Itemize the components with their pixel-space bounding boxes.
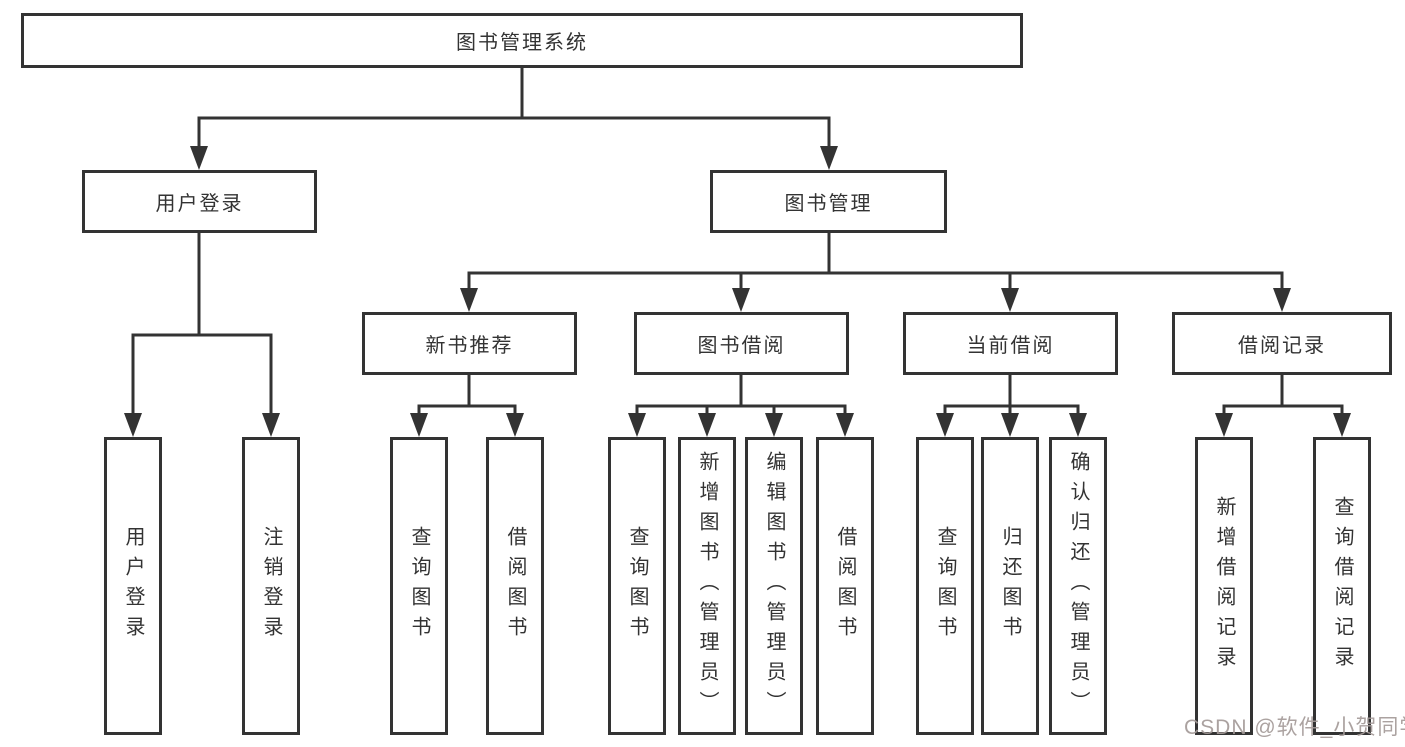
leaf-user-login: 用户登录 xyxy=(104,437,162,735)
node-label: 当前借阅 xyxy=(966,335,1055,357)
node-label: 归还图书 xyxy=(999,526,1021,646)
node-borrowing-records: 借阅记录 xyxy=(1172,312,1392,375)
leaf-query-books-current: 查询图书 xyxy=(916,437,974,735)
node-label: 注销登录 xyxy=(260,526,282,646)
leaf-add-books-admin: 新增图书（管理员） xyxy=(678,437,736,735)
node-current-borrowing: 当前借阅 xyxy=(903,312,1118,375)
connector-userlogin-to-leaves xyxy=(124,233,280,437)
node-label: 新书推荐 xyxy=(425,335,514,357)
leaf-add-borrow-record: 新增借阅记录 xyxy=(1195,437,1253,735)
node-book-borrowing: 图书借阅 xyxy=(634,312,849,375)
node-label: 图书管理 xyxy=(784,193,873,215)
node-label: 借阅图书 xyxy=(834,526,856,646)
leaf-logout: 注销登录 xyxy=(242,437,300,735)
connector-currentborrow-to-leaves xyxy=(936,375,1087,437)
connector-records-to-leaves xyxy=(1215,375,1351,437)
connector-bookborrow-to-leaves xyxy=(628,375,854,437)
leaf-query-borrow-record: 查询借阅记录 xyxy=(1313,437,1371,735)
node-label: 新增图书（管理员） xyxy=(696,451,718,721)
node-label: 借阅记录 xyxy=(1238,335,1326,357)
node-label: 确认归还（管理员） xyxy=(1067,451,1089,721)
node-label: 查询图书 xyxy=(408,526,430,646)
leaf-edit-books-admin: 编辑图书（管理员） xyxy=(745,437,803,735)
leaf-borrow-books-recommend: 借阅图书 xyxy=(486,437,544,735)
node-root-library-management-system: 图书管理系统 xyxy=(21,13,1023,68)
csdn-watermark: CSDN @软件_小贺同学 xyxy=(1184,716,1405,739)
node-label: 查询图书 xyxy=(934,526,956,646)
node-label: 用户登录 xyxy=(122,526,144,646)
node-label: 查询借阅记录 xyxy=(1331,496,1353,676)
connector-bookmgmt-to-level3 xyxy=(460,233,1291,312)
node-user-login-module: 用户登录 xyxy=(82,170,317,233)
node-label: 图书借阅 xyxy=(697,335,786,357)
connector-newbook-to-leaves xyxy=(410,375,524,437)
leaf-query-books-borrow: 查询图书 xyxy=(608,437,666,735)
node-label: 编辑图书（管理员） xyxy=(763,451,785,721)
leaf-confirm-return-admin: 确认归还（管理员） xyxy=(1049,437,1107,735)
leaf-borrow-books: 借阅图书 xyxy=(816,437,874,735)
node-label: 新增借阅记录 xyxy=(1213,496,1235,676)
leaf-query-books-recommend: 查询图书 xyxy=(390,437,448,735)
node-label: 用户登录 xyxy=(155,193,244,215)
node-new-book-recommend: 新书推荐 xyxy=(362,312,577,375)
node-label: 查询图书 xyxy=(626,526,648,646)
node-book-management-module: 图书管理 xyxy=(710,170,947,233)
connector-root-to-level2 xyxy=(190,67,838,170)
node-label: 借阅图书 xyxy=(504,526,526,646)
node-label: 图书管理系统 xyxy=(456,32,588,54)
leaf-return-books: 归还图书 xyxy=(981,437,1039,735)
